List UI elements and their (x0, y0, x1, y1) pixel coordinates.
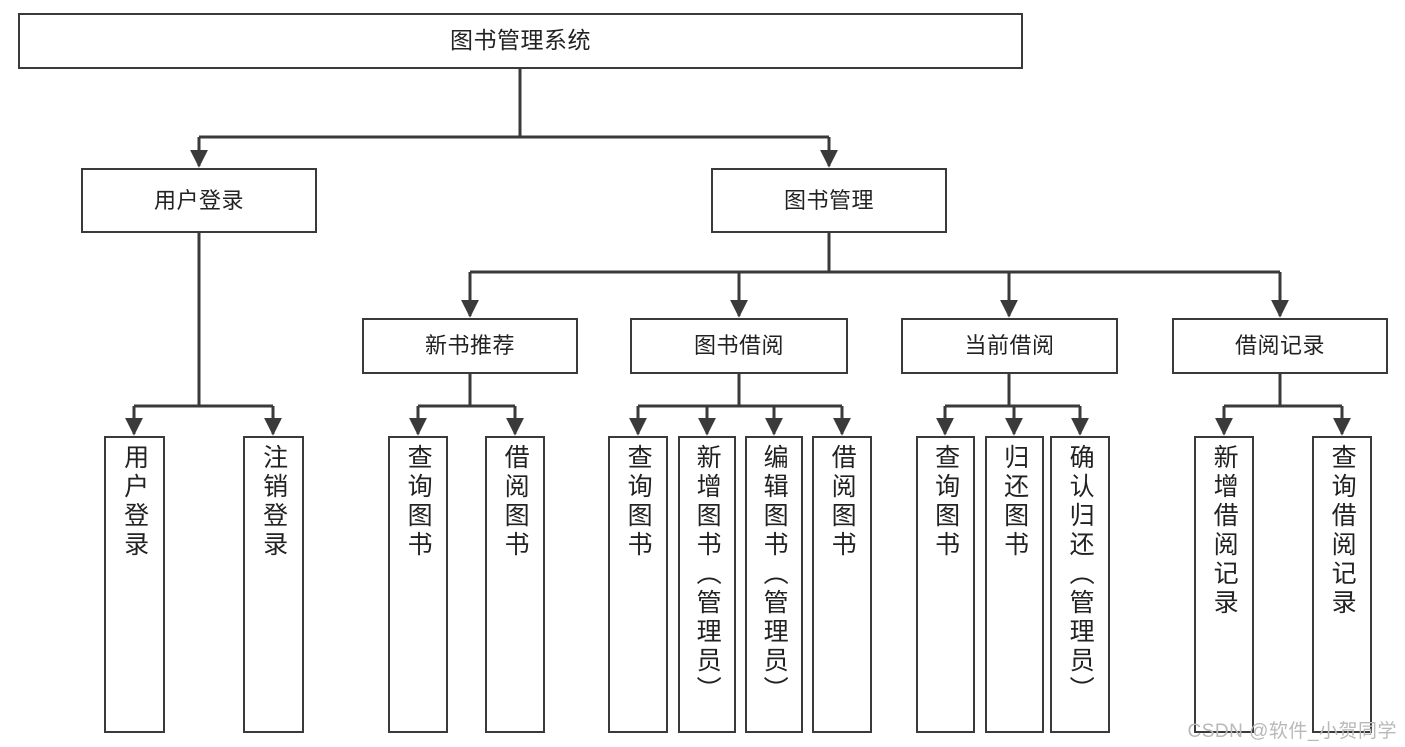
leaf-node[interactable]: 编辑图书（管理员） (745, 436, 803, 733)
node-book-borrow[interactable]: 图书借阅 (630, 318, 848, 374)
leaf-node[interactable]: 查询借阅记录 (1312, 436, 1372, 733)
node-book-borrow-label: 图书借阅 (693, 333, 784, 359)
leaf-node[interactable]: 查询图书 (916, 436, 975, 733)
leaf-node-label: 借阅图书 (828, 444, 857, 560)
node-root-label: 图书管理系统 (450, 27, 591, 54)
node-borrow-record-label: 借阅记录 (1234, 333, 1325, 359)
leaf-node[interactable]: 用户登录 (104, 436, 165, 733)
leaf-node-label: 归还图书 (1000, 444, 1029, 560)
leaf-node[interactable]: 新增图书（管理员） (678, 436, 736, 733)
node-user-login-label: 用户登录 (153, 187, 244, 213)
leaf-node-label: 查询图书 (404, 444, 433, 560)
leaf-node-label: 借阅图书 (501, 444, 530, 560)
leaf-node[interactable]: 归还图书 (985, 436, 1044, 733)
node-root[interactable]: 图书管理系统 (18, 13, 1023, 69)
leaf-node-label: 确认归还（管理员） (1066, 444, 1095, 705)
leaf-node-label: 查询借阅记录 (1328, 444, 1357, 618)
node-book-management[interactable]: 图书管理 (711, 168, 947, 233)
node-book-management-label: 图书管理 (783, 187, 874, 213)
leaf-node-label: 用户登录 (120, 444, 149, 560)
leaf-node-label: 新增图书（管理员） (693, 444, 722, 705)
node-current-borrow-label: 当前借阅 (964, 333, 1055, 359)
leaf-node[interactable]: 确认归还（管理员） (1050, 436, 1110, 733)
node-new-book-recommend[interactable]: 新书推荐 (362, 318, 578, 374)
leaf-node-label: 查询图书 (624, 444, 653, 560)
leaf-node-label: 查询图书 (931, 444, 960, 560)
watermark: CSDN @软件_小贺同学 (1187, 721, 1397, 742)
leaf-node[interactable]: 注销登录 (243, 436, 304, 733)
leaf-node-label: 编辑图书（管理员） (760, 444, 789, 705)
node-new-book-recommend-label: 新书推荐 (424, 333, 515, 359)
leaf-node-label: 注销登录 (259, 444, 288, 560)
leaf-node-label: 新增借阅记录 (1210, 444, 1239, 618)
leaf-node[interactable]: 新增借阅记录 (1194, 436, 1254, 733)
leaf-node[interactable]: 借阅图书 (485, 436, 545, 733)
node-user-login[interactable]: 用户登录 (81, 168, 317, 233)
leaf-node[interactable]: 查询图书 (388, 436, 448, 733)
node-borrow-record[interactable]: 借阅记录 (1172, 318, 1388, 374)
leaf-node[interactable]: 借阅图书 (812, 436, 872, 733)
node-current-borrow[interactable]: 当前借阅 (901, 318, 1118, 374)
leaf-node[interactable]: 查询图书 (608, 436, 668, 733)
